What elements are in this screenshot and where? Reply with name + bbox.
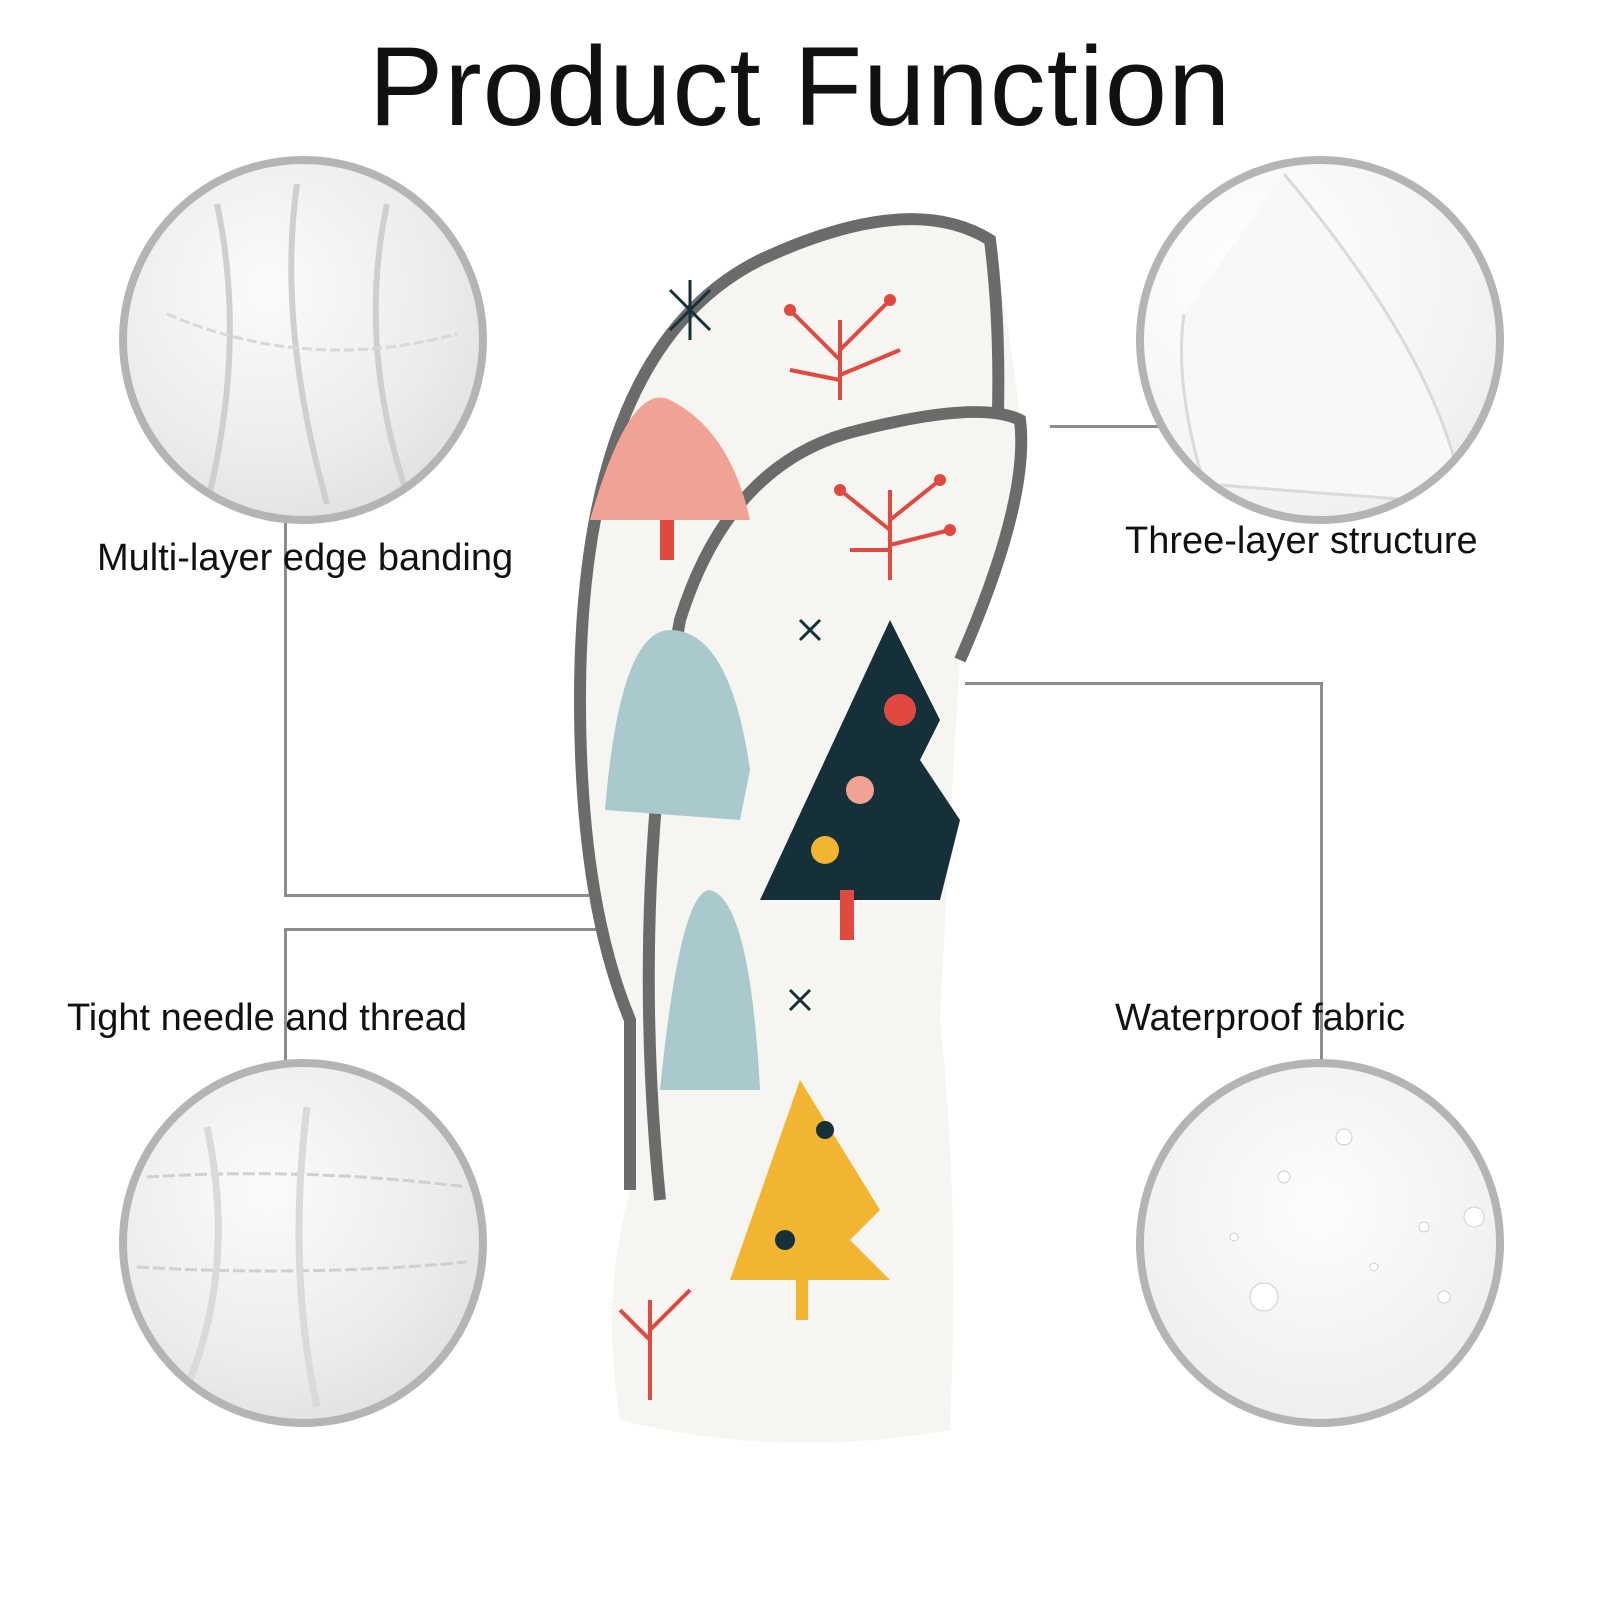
connector-line: [284, 512, 287, 897]
waterproof-fabric-detail-image: [1136, 1059, 1504, 1427]
page-title: Product Function: [368, 24, 1232, 149]
edge-banding-detail-image: [119, 156, 487, 524]
connector-line: [284, 894, 589, 897]
connector-line: [1050, 425, 1160, 428]
feature-label-waterproof: Waterproof fabric: [1115, 997, 1406, 1039]
connector-line: [284, 928, 609, 931]
connector-line: [284, 928, 287, 1078]
feature-label-edge-banding: Multi-layer edge banding: [97, 537, 514, 579]
needle-thread-detail-image: [119, 1059, 487, 1427]
golf-headcover-product-image: [573, 213, 1028, 1443]
feature-label-three-layer: Three-layer structure: [1125, 520, 1478, 562]
connector-line: [1320, 682, 1323, 1080]
three-layer-structure-detail-image: [1136, 156, 1504, 524]
connector-line: [965, 682, 1322, 685]
feature-label-needle-thread: Tight needle and thread: [67, 997, 468, 1039]
